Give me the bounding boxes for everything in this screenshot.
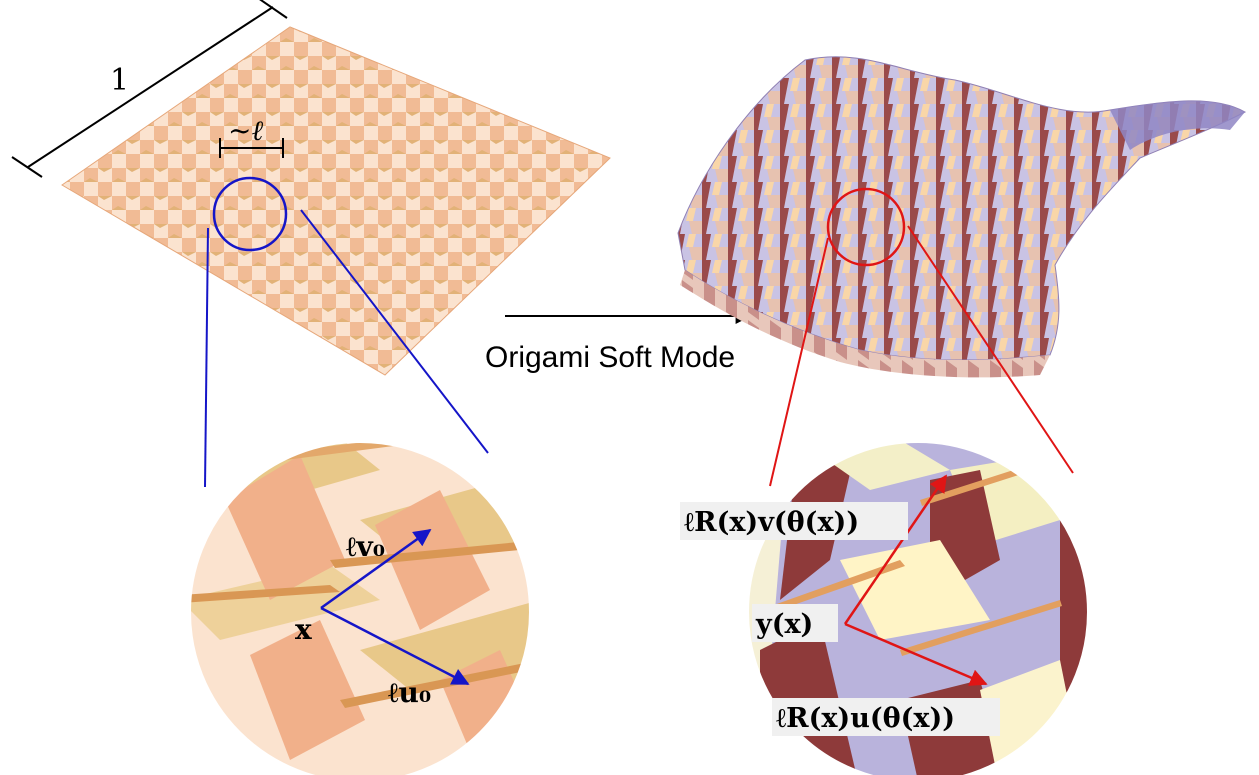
flat-origami-sheet	[61, 26, 611, 376]
deformed-vector-u-label: ℓR(x)u(θ(x))	[776, 703, 955, 734]
cell-size-label: ~ℓ	[228, 114, 263, 147]
deformed-zoom-line-left	[769, 237, 829, 487]
flat-position-label: x	[295, 613, 312, 646]
scale-bar: 1	[11, 0, 288, 178]
flat-zoom-line-right	[300, 209, 489, 454]
flat-lattice-vectors: x ℓv₀ ℓu₀	[295, 528, 470, 709]
deformed-origami-surface	[677, 56, 1247, 378]
deformed-zoom-line-right	[907, 225, 1074, 474]
deformed-lattice-vectors: ℓR(x)v(θ(x)) y(x) ℓR(x)u(θ(x))	[680, 474, 1000, 736]
deformed-zoom-circle	[826, 187, 906, 267]
flat-zoom-line-left	[204, 227, 209, 488]
flat-vector-u-label: ℓu₀	[388, 676, 431, 709]
flat-vector-v-label: ℓv₀	[346, 530, 385, 563]
flat-vector-u-arrow	[320, 606, 470, 686]
cell-size-marker: ~ℓ	[219, 114, 284, 158]
deformed-vector-v-arrow	[843, 474, 948, 625]
scale-length-label: 1	[110, 63, 129, 98]
flat-zoom-circle	[212, 176, 288, 252]
deformed-vector-u-arrow	[844, 622, 988, 686]
deformed-position-label: y(x)	[755, 609, 813, 640]
soft-mode-caption: Origami Soft Mode	[485, 341, 735, 374]
flat-vector-v-arrow	[320, 528, 432, 610]
flat-zoom-detail	[190, 442, 530, 775]
deformed-vector-v-label: ℓR(x)v(θ(x))	[684, 507, 859, 538]
